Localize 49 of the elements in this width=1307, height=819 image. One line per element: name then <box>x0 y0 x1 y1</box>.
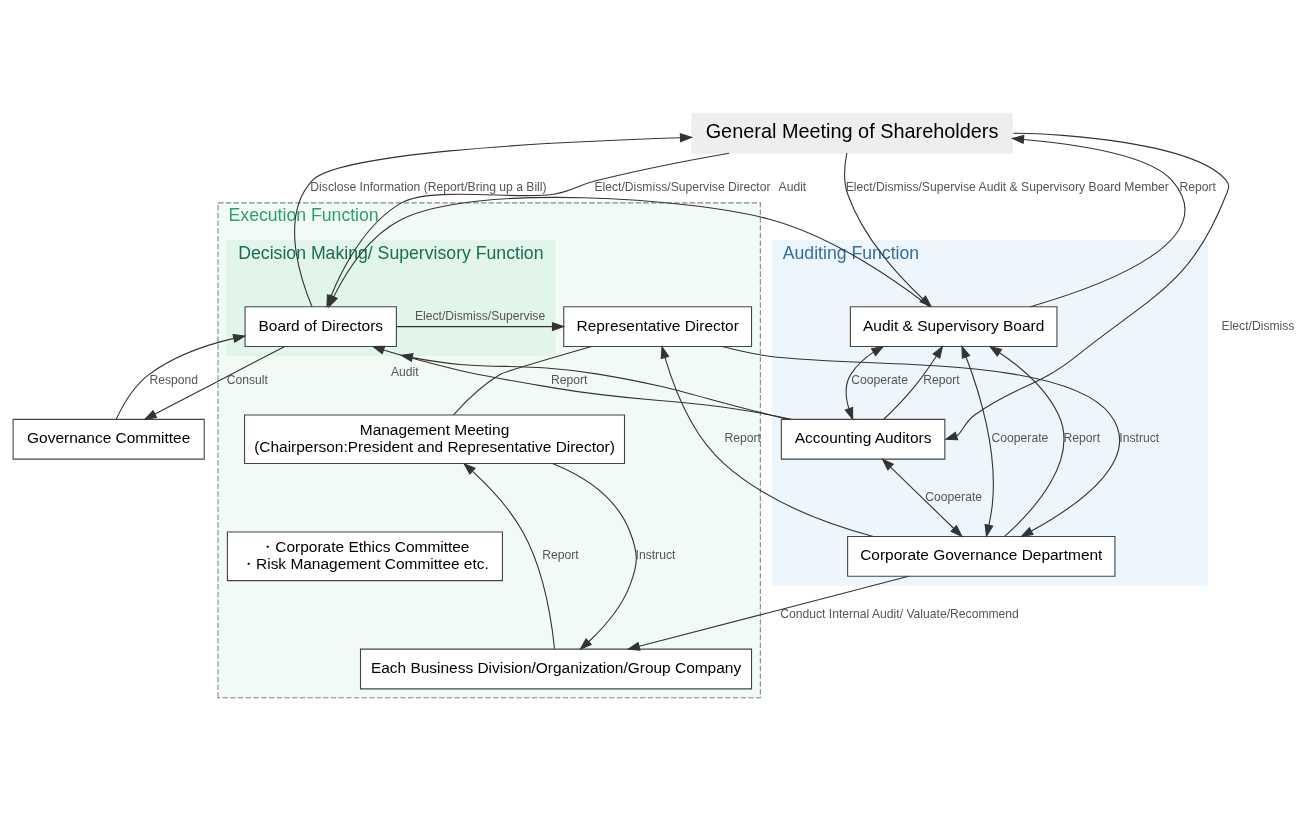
node-box: Board of Directors <box>244 305 397 347</box>
edge-label: Cooperate <box>925 489 983 504</box>
arrow <box>552 462 637 650</box>
arrow <box>1010 134 1186 307</box>
edge-label: Conduct Internal Audit/ Valuate/Recommend <box>780 606 1019 621</box>
arrow <box>143 345 285 420</box>
arrow <box>396 321 566 331</box>
arrow <box>115 333 247 420</box>
edge-label: Respond <box>149 372 199 387</box>
arrow <box>626 575 910 651</box>
edge-label: Elect/Dismiss/Supervise Director <box>594 179 771 194</box>
connector <box>453 345 593 415</box>
edge-label: Report <box>542 547 579 562</box>
edge-label: Instruct <box>1119 430 1160 445</box>
edge-label: Cooperate <box>851 372 909 387</box>
node-box: Governance Committee <box>12 418 205 460</box>
edge-label: Consult <box>226 372 268 387</box>
edge-label: Report <box>724 430 761 445</box>
edge-label: Audit <box>778 179 807 194</box>
edge-label: Report <box>1063 430 1101 445</box>
edge-label: Elect/Dismiss <box>1221 318 1295 333</box>
arrow <box>944 132 1230 440</box>
edge-label: Audit <box>390 364 419 379</box>
edge-label: Report <box>923 372 960 387</box>
node-box: Accounting Auditors <box>780 418 946 460</box>
edge-label: Cooperate <box>991 430 1049 445</box>
arrow <box>371 345 792 420</box>
node-box: Representative Director <box>563 305 753 347</box>
arrow <box>988 345 1065 537</box>
edge-label: Instruct <box>635 547 676 562</box>
arrow <box>881 457 963 537</box>
edge-label: Report <box>1179 179 1217 194</box>
arrow <box>721 345 1120 537</box>
edge-label: Disclose Information (Report/Bring up a Bill) <box>310 179 547 194</box>
arrow <box>844 345 885 421</box>
node-box: Corporate Governance Department <box>847 535 1116 577</box>
arrow <box>961 344 994 538</box>
arrow <box>844 152 933 308</box>
node-box: Each Business Division/Organization/Group Company <box>359 648 753 689</box>
edge-label: Elect/Dismiss/Supervise Audit & Supervisory Board Member <box>845 179 1169 194</box>
edge-label: Elect/Dismiss/Supervise <box>414 308 546 323</box>
arrow <box>462 462 556 649</box>
node-box: Audit & Supervisory Board <box>849 305 1058 347</box>
edge-label: Report <box>551 372 588 387</box>
node-box: Management Meeting (Chairperson:President and Representative Director) <box>244 413 626 464</box>
node-box: ・Corporate Ethics Committee ・Risk Management Committee etc. <box>226 531 503 581</box>
arrow <box>660 344 874 537</box>
arrow <box>883 344 944 420</box>
node-box: General Meeting of Shareholders <box>691 112 1013 154</box>
